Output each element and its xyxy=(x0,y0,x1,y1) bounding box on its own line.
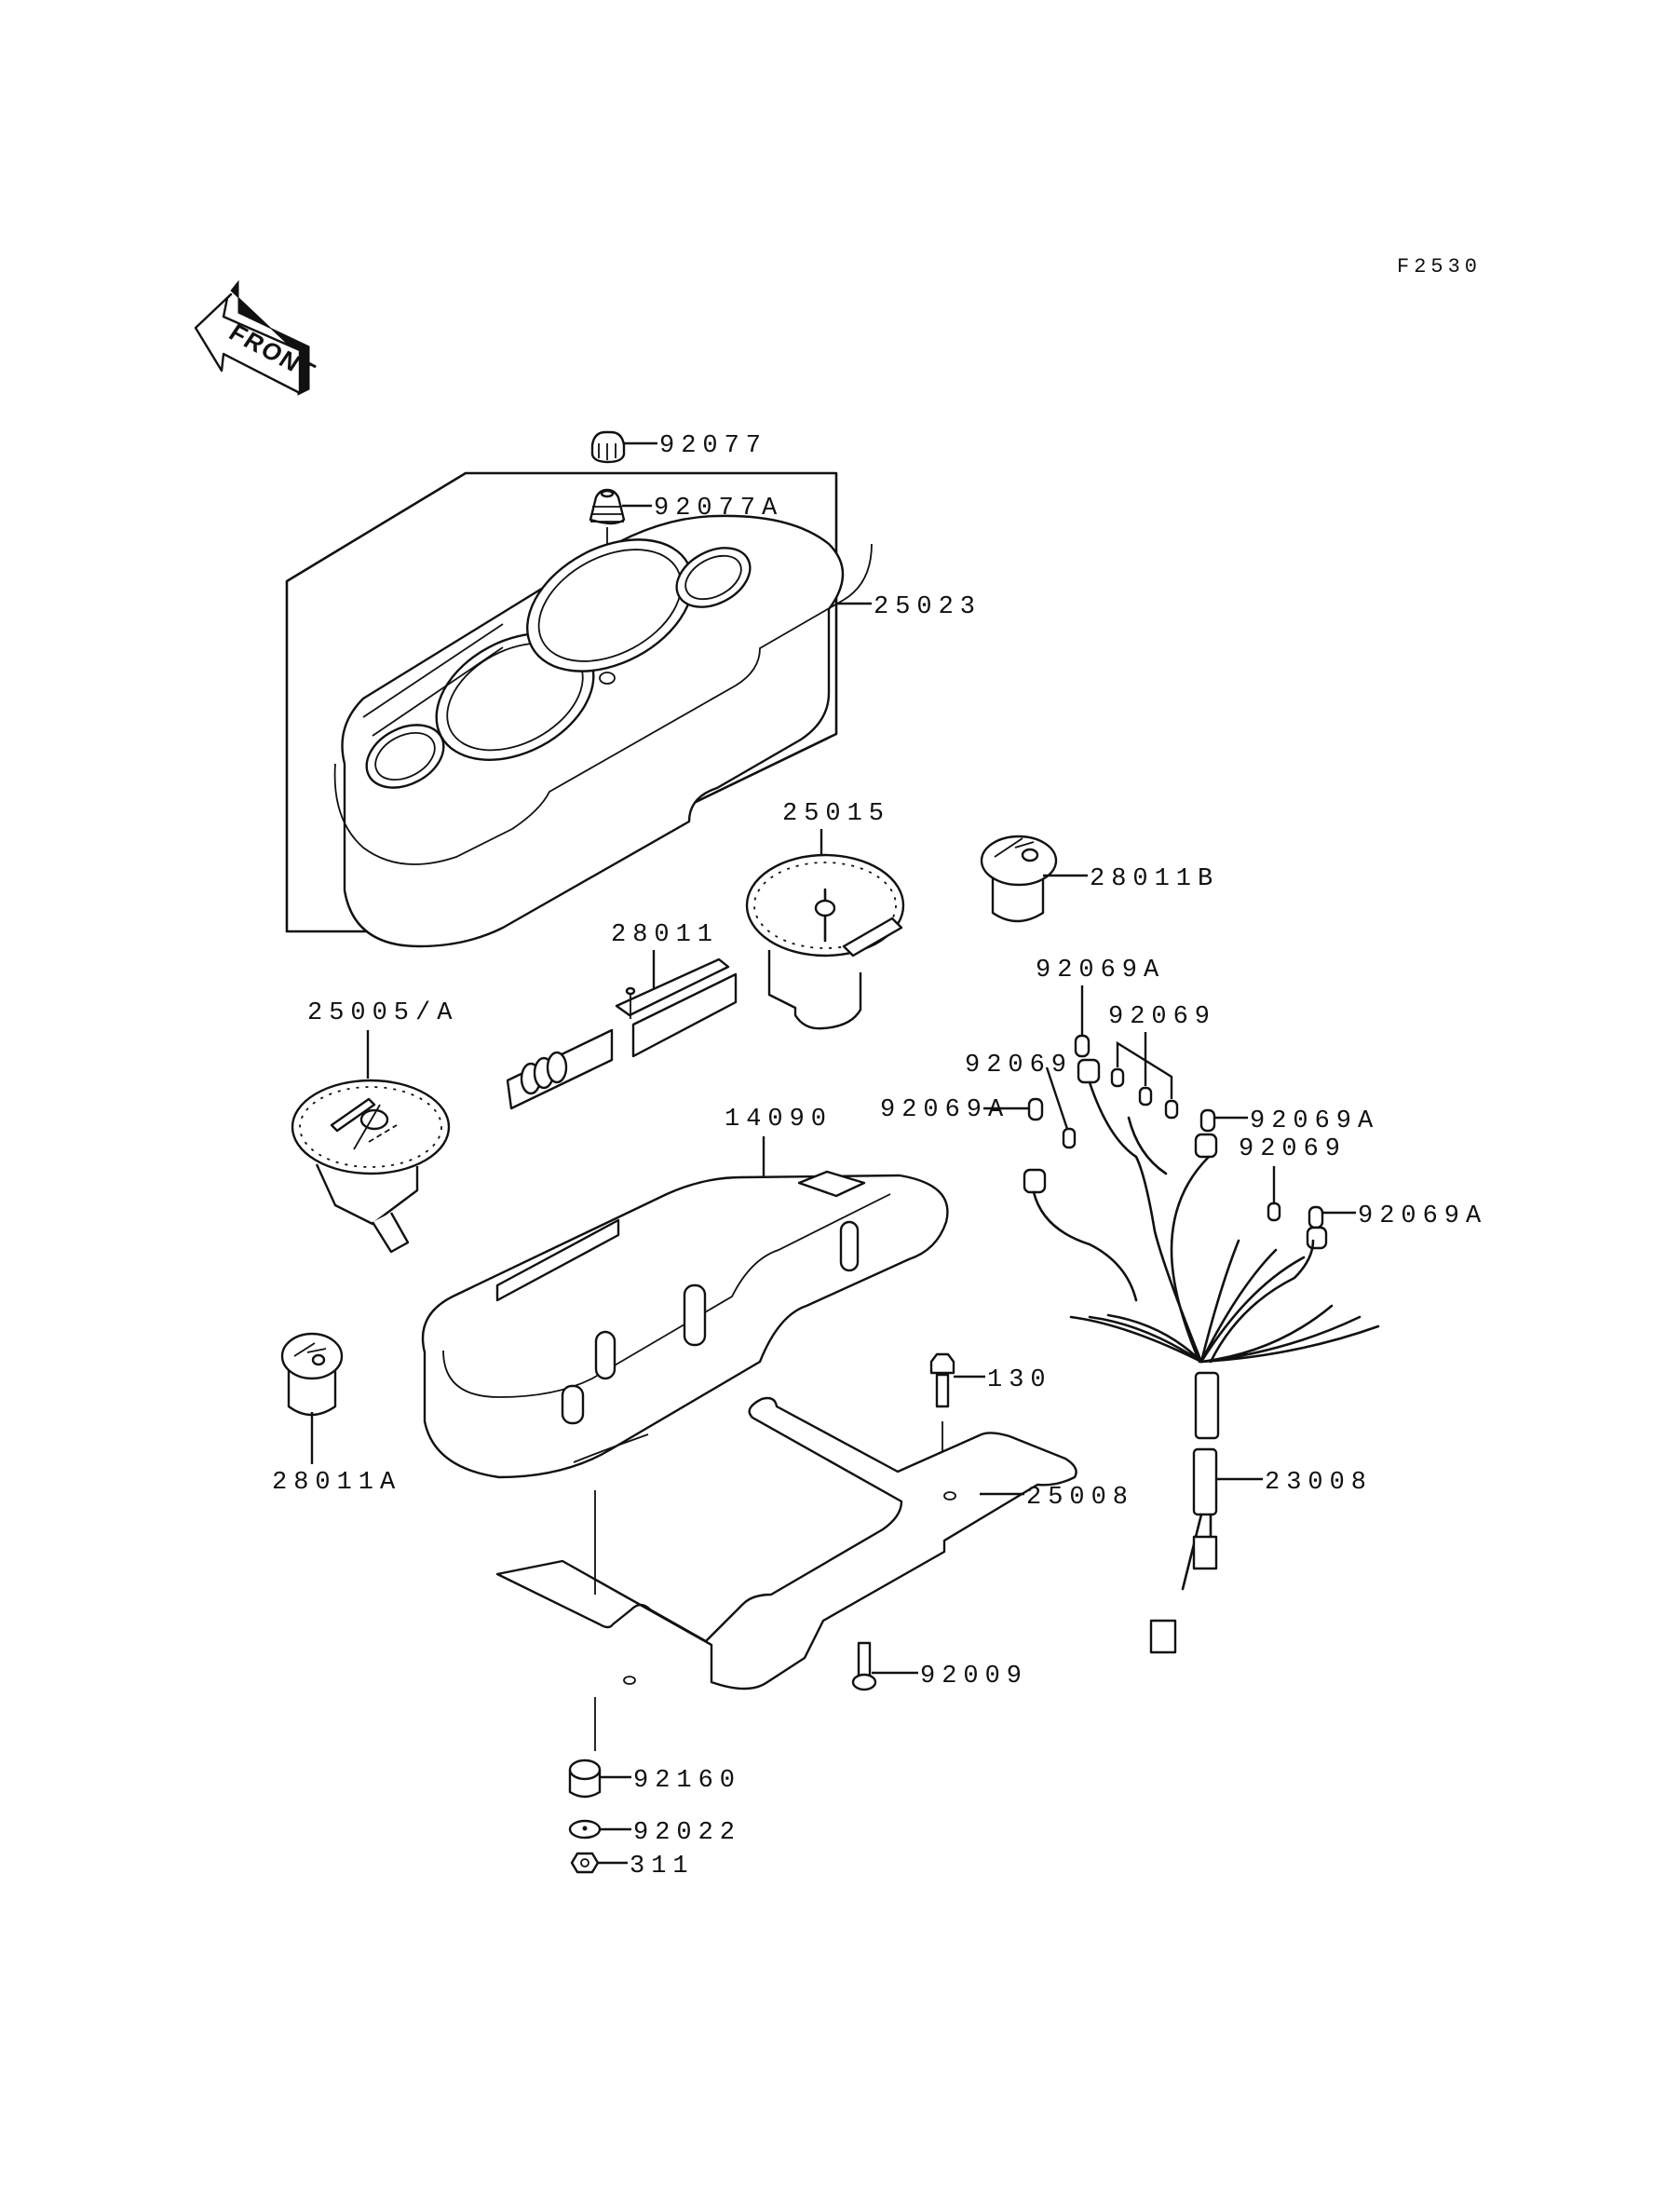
bulb-icon xyxy=(1267,1202,1281,1222)
part-14090[interactable]: 14090 xyxy=(725,1106,833,1187)
speedometer-icon xyxy=(291,1079,451,1254)
part-label-25023: 25023 xyxy=(874,593,982,621)
part-130[interactable]: 130 xyxy=(929,1352,1052,1490)
part-92069A-left[interactable]: 92069A xyxy=(880,1096,1044,1124)
part-label-25005: 25005/A xyxy=(307,999,458,1027)
part-label-92160: 92160 xyxy=(633,1767,741,1795)
part-92069-top[interactable]: 92069 xyxy=(1108,1003,1216,1120)
part-23008[interactable]: 23008 xyxy=(1216,1469,1373,1497)
part-label-28011: 28011 xyxy=(611,921,719,949)
part-92022[interactable]: 92022 xyxy=(568,1819,741,1847)
bulb-icon xyxy=(1027,1097,1044,1121)
bulb-icon xyxy=(1074,1034,1091,1058)
bolt-icon xyxy=(929,1352,955,1408)
part-label-92069A-top: 92069A xyxy=(1036,957,1165,985)
part-25023[interactable]: 25023 xyxy=(836,593,982,621)
wiring-harness-drawing xyxy=(1023,1058,1380,1654)
leader-line xyxy=(1045,1066,1069,1130)
part-label-92077: 92077 xyxy=(659,432,767,460)
part-label-92009: 92009 xyxy=(920,1663,1028,1691)
grommet-icon xyxy=(589,488,626,525)
part-28011A[interactable]: 28011A xyxy=(272,1332,401,1497)
nut-icon xyxy=(570,1852,600,1874)
part-label-311: 311 xyxy=(630,1853,695,1881)
bulb-icon xyxy=(1307,1205,1324,1229)
part-25005[interactable]: 25005/A xyxy=(291,999,458,1254)
part-92069-right[interactable]: 92069 xyxy=(1239,1135,1347,1222)
part-label-92069-top: 92069 xyxy=(1108,1003,1216,1031)
part-label-92069-right: 92069 xyxy=(1239,1135,1347,1163)
part-label-25008: 25008 xyxy=(1026,1484,1134,1512)
damper-icon xyxy=(568,1759,602,1799)
part-92069A-right[interactable]: 92069A xyxy=(1199,1107,1379,1135)
gauge-icon xyxy=(980,835,1058,923)
tachometer-icon xyxy=(745,853,905,1030)
figure-code: F2530 xyxy=(1397,255,1482,278)
bulb-icon xyxy=(1110,1067,1179,1120)
leader-line xyxy=(1116,1040,1173,1099)
part-label-92069-left: 92069 xyxy=(965,1052,1073,1080)
part-label-25015: 25015 xyxy=(782,800,890,828)
part-311[interactable]: 311 xyxy=(570,1852,695,1881)
part-92069A-far-right[interactable]: 92069A xyxy=(1307,1202,1487,1230)
part-label-92069A-right: 92069A xyxy=(1250,1107,1379,1135)
part-label-130: 130 xyxy=(987,1366,1052,1394)
part-label-23008: 23008 xyxy=(1265,1469,1373,1497)
part-92077[interactable]: 92077 xyxy=(590,430,767,464)
part-28011[interactable]: 28011 xyxy=(506,921,738,1110)
part-92069A-top[interactable]: 92069A xyxy=(1036,957,1165,1058)
meter-cover-drawing xyxy=(333,514,873,948)
part-92009[interactable]: 92009 xyxy=(851,1641,1028,1691)
front-arrow-icon: FRONT xyxy=(194,279,321,396)
gauge-icon xyxy=(280,1332,344,1417)
part-25015[interactable]: 25015 xyxy=(745,800,905,1030)
bracket-drawing xyxy=(495,1396,1077,1691)
bulb-icon xyxy=(1062,1127,1077,1149)
part-label-92022: 92022 xyxy=(633,1819,741,1847)
part-92069-left[interactable]: 92069 xyxy=(965,1052,1077,1149)
part-label-28011B: 28011B xyxy=(1090,865,1219,893)
cap-icon xyxy=(590,430,626,464)
washer-icon xyxy=(568,1819,602,1840)
screw-icon xyxy=(851,1641,877,1691)
part-label-92069A-far-right: 92069A xyxy=(1358,1202,1487,1230)
part-label-28011A: 28011A xyxy=(272,1469,401,1497)
meter-case-drawing xyxy=(421,1170,949,1479)
part-92160[interactable]: 92160 xyxy=(568,1759,741,1799)
part-25008[interactable]: 25008 xyxy=(980,1484,1134,1512)
part-label-14090: 14090 xyxy=(725,1106,833,1134)
part-label-92069A-left: 92069A xyxy=(880,1096,1009,1124)
part-28011B[interactable]: 28011B xyxy=(980,835,1219,923)
bulb-icon xyxy=(1199,1108,1216,1133)
indicator-assembly-icon xyxy=(506,957,738,1110)
